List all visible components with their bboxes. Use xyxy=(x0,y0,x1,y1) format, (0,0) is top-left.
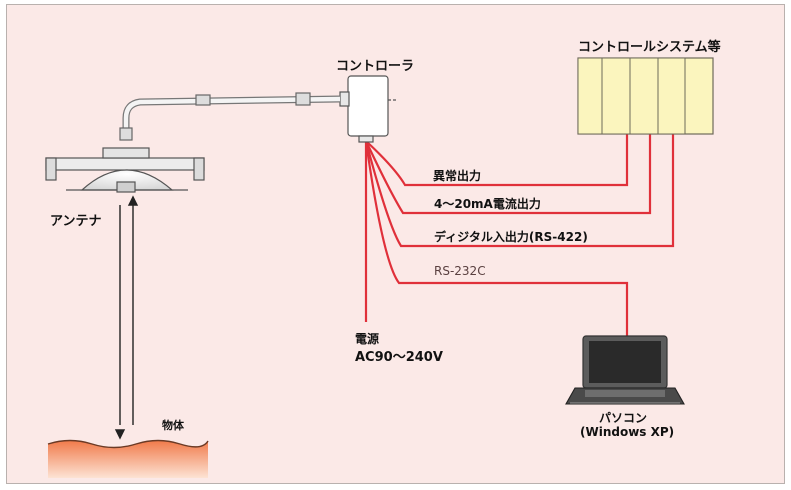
controller-label: コントローラ xyxy=(336,59,415,74)
alarm-wire xyxy=(365,133,629,187)
signal-wiring xyxy=(364,133,675,338)
analog-wire xyxy=(365,133,652,215)
control-system-label: コントロールシステム等 xyxy=(578,40,721,55)
serial-label: RS-232C xyxy=(434,264,486,278)
control-system-unit xyxy=(577,57,714,135)
target-surface xyxy=(47,439,209,478)
alarm-output-label: 異常出力 xyxy=(433,169,482,183)
pc-os-label: (Windows XP) xyxy=(580,425,675,439)
object-label: 物体 xyxy=(162,419,184,432)
digital-io-label: ディジタル入出力(RS-422) xyxy=(434,230,588,244)
digital-wire xyxy=(364,133,675,248)
controller-box xyxy=(339,75,398,143)
conduit xyxy=(119,92,341,141)
power-voltage-label: AC90～240V xyxy=(355,350,443,365)
antenna-label: アンテナ xyxy=(50,214,102,229)
analog-output-label: 4～20mA電流出力 xyxy=(434,197,541,211)
wave-arrows xyxy=(114,195,139,440)
power-label: 電源 xyxy=(355,332,380,346)
serial-wire xyxy=(364,140,629,338)
laptop-pc xyxy=(565,335,685,405)
antenna-assembly xyxy=(45,147,205,193)
pc-label: パソコン xyxy=(599,411,648,425)
